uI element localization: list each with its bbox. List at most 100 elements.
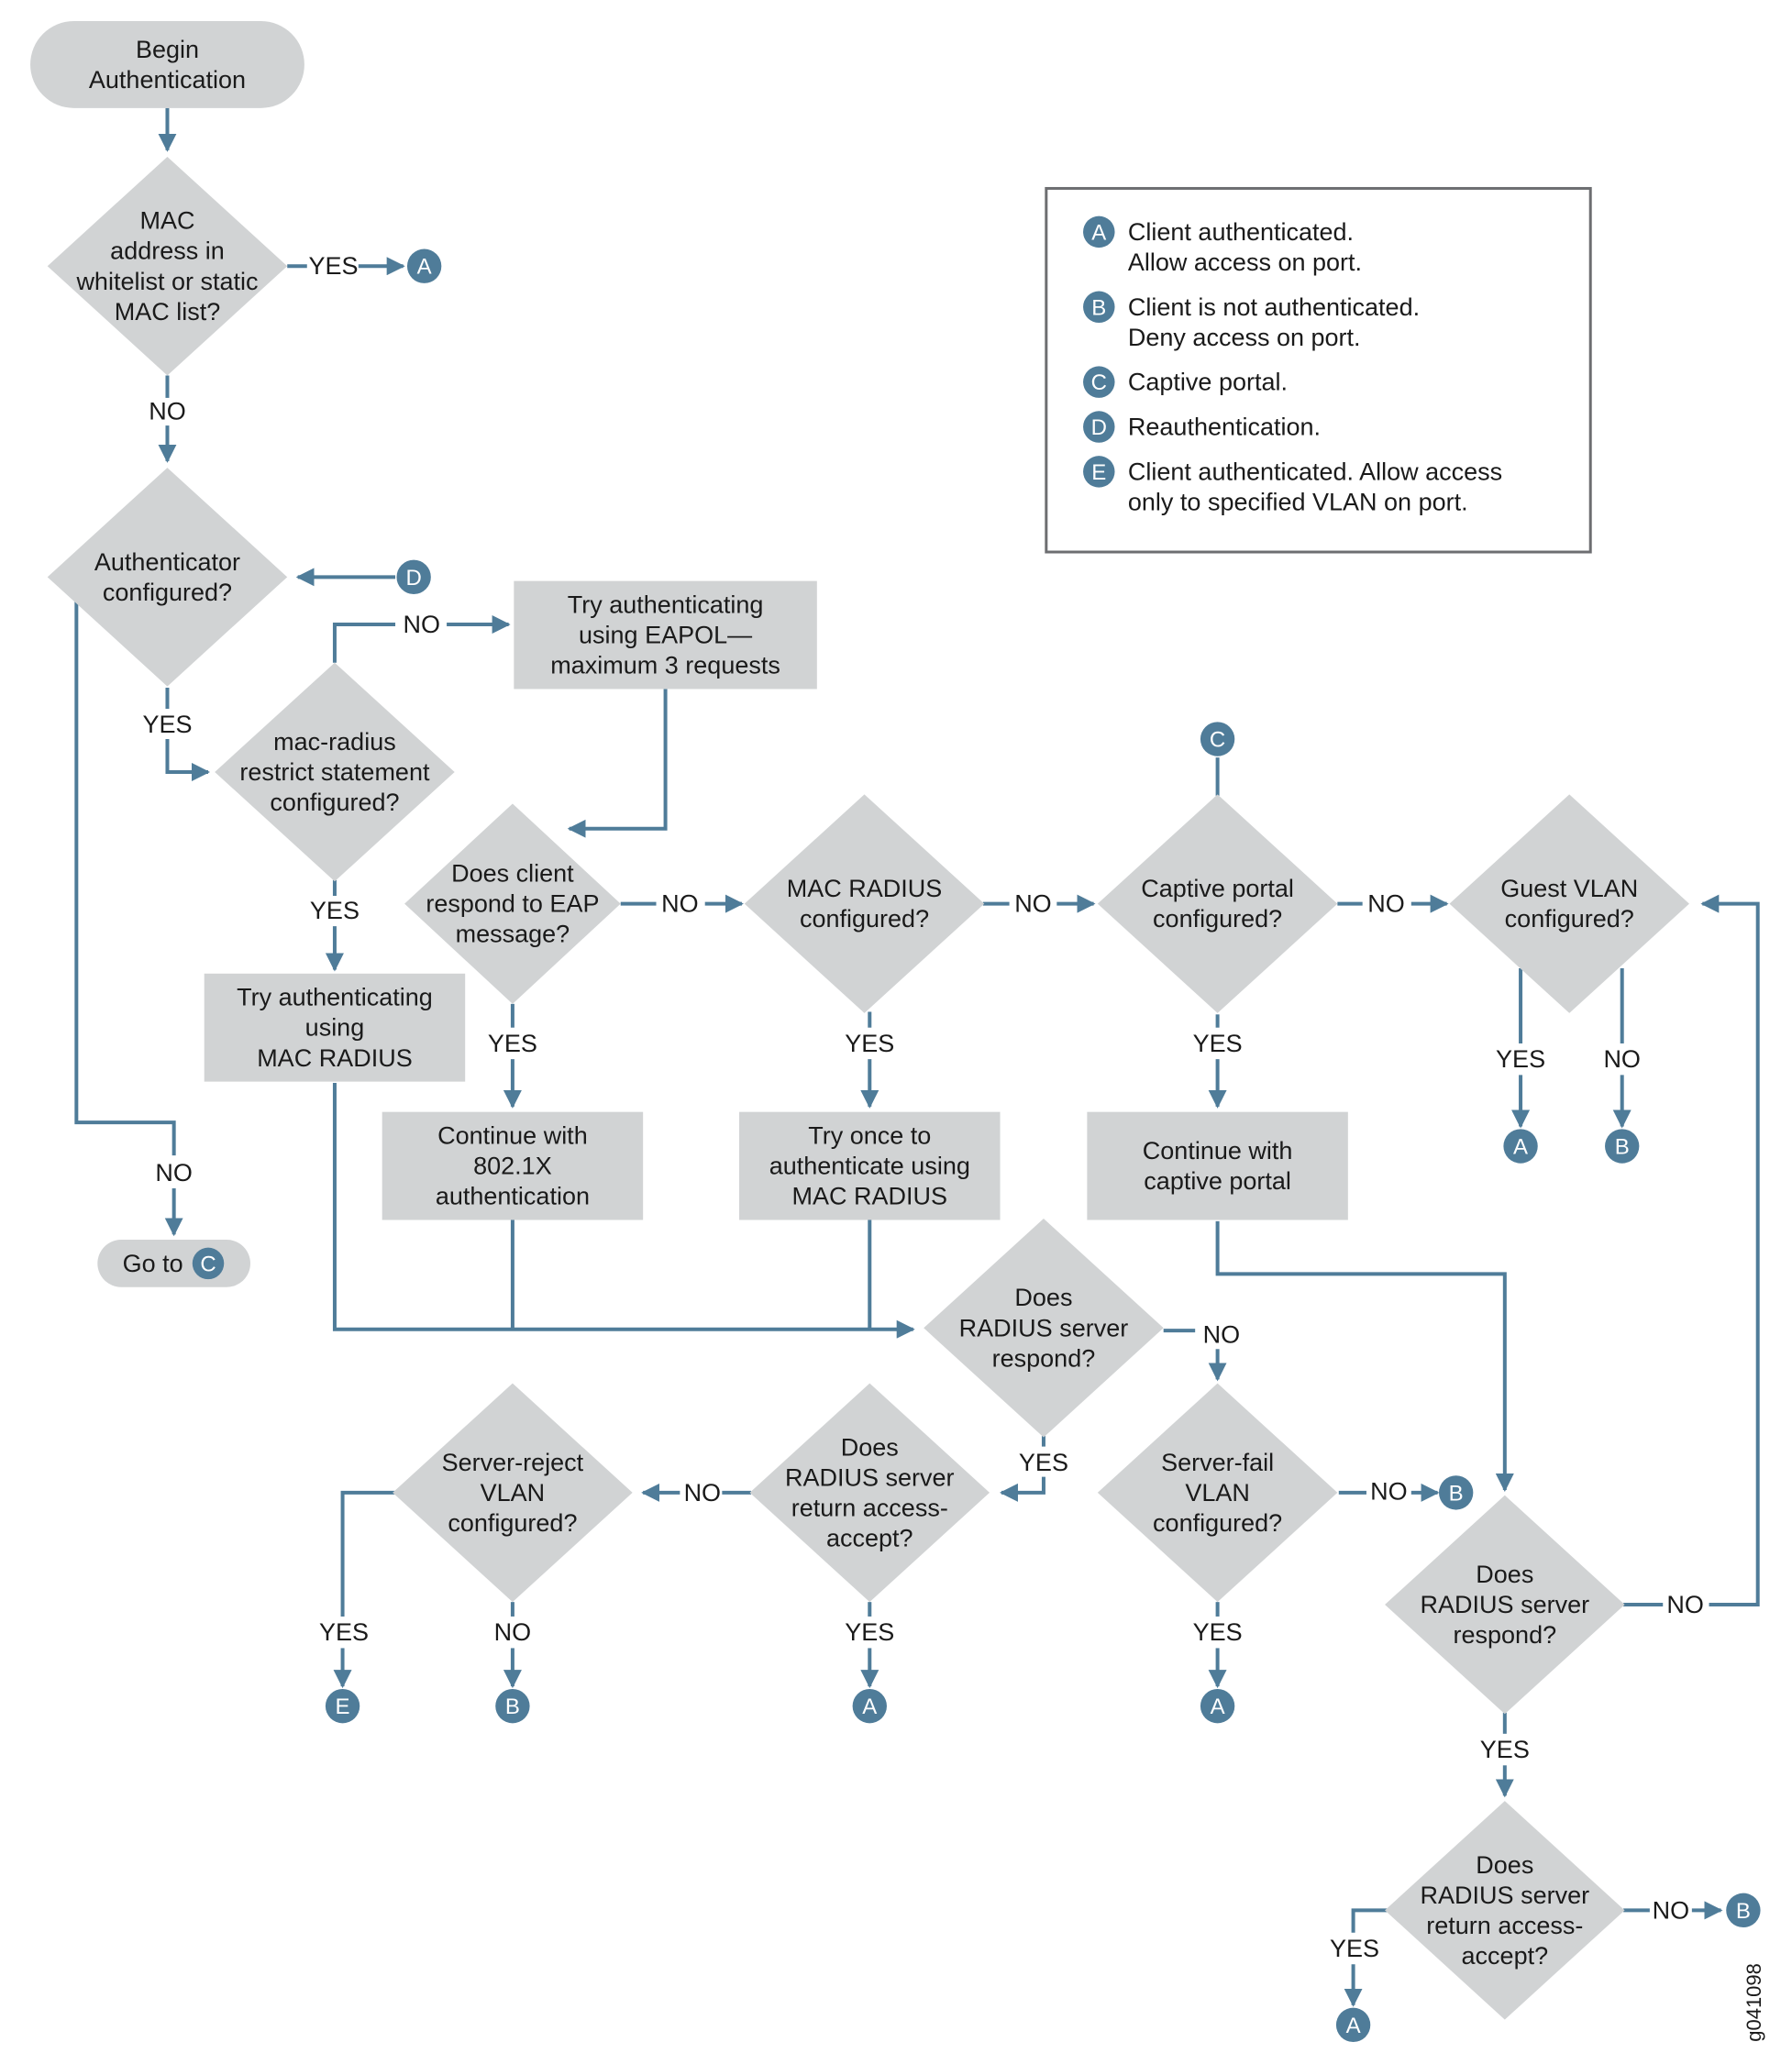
try-eapol-line-1: Try authenticating <box>568 591 764 618</box>
svg-text:A: A <box>1091 220 1106 245</box>
svg-text:A: A <box>1513 1135 1528 1160</box>
decision-diamond <box>924 1219 1164 1438</box>
yes-label: YES <box>845 1030 894 1057</box>
continue-captive-portal-line-1: Continue with <box>1143 1137 1293 1164</box>
legend-text: Captive portal. <box>1128 369 1288 396</box>
process-box <box>739 1111 1001 1220</box>
process-box <box>514 580 817 690</box>
try-mac-radius-line-1: Try authenticating <box>237 984 433 1011</box>
svg-text:B: B <box>1449 1481 1464 1506</box>
radius-respond-1-line-3: respond? <box>992 1344 1096 1372</box>
mac-whitelist-line-1: MAC <box>139 207 194 235</box>
connector <box>1700 894 1760 1607</box>
decision-diamond <box>744 794 985 1013</box>
continue-8021x-line-3: authentication <box>436 1183 590 1210</box>
mac-radius-restrict-line-2: restrict statement <box>239 758 430 786</box>
badge-b-icon: B <box>1438 1475 1474 1510</box>
no-label: NO <box>1370 1477 1408 1505</box>
svg-text:E: E <box>336 1694 350 1719</box>
badge-b-icon: B <box>1726 1893 1761 1928</box>
svg-text:D: D <box>405 566 421 591</box>
svg-text:A: A <box>417 255 432 280</box>
try-mac-radius-line-3: MAC RADIUS <box>257 1044 413 1072</box>
mac-radius-configured-line-2: configured? <box>800 905 929 933</box>
no-label: NO <box>404 611 441 638</box>
badge-b-icon: B <box>1083 291 1115 324</box>
badge-a-icon: A <box>1200 1688 1235 1724</box>
mac-radius-restrict-line-3: configured? <box>270 789 399 816</box>
badge-e-icon: E <box>325 1688 360 1724</box>
svg-text:B: B <box>1615 1135 1630 1160</box>
badge-c-icon: C <box>1200 722 1235 756</box>
yes-label: YES <box>1496 1045 1545 1073</box>
badge-d-icon: D <box>396 559 431 594</box>
svg-text:A: A <box>862 1694 877 1719</box>
no-label: NO <box>1603 1045 1641 1073</box>
mac-radius-configured-line-1: MAC RADIUS <box>787 875 943 902</box>
server-reject-vlan-line-2: VLAN <box>481 1479 546 1507</box>
svg-text:D: D <box>1091 415 1107 440</box>
no-label: NO <box>149 397 186 425</box>
connector <box>1215 1220 1514 1493</box>
server-reject-vlan-line-3: configured? <box>448 1509 577 1537</box>
svg-text:B: B <box>1736 1899 1751 1924</box>
radius-respond-2-line-3: respond? <box>1454 1621 1557 1649</box>
no-label: NO <box>661 890 699 918</box>
yes-label: YES <box>845 1618 894 1646</box>
radius-accept-1-line-3: return access- <box>791 1494 948 1521</box>
client-respond-eap-line-2: respond to EAP <box>426 890 599 918</box>
no-label: NO <box>1653 1896 1690 1924</box>
yes-label: YES <box>308 252 358 280</box>
legend-text: Client authenticated. Allow access <box>1128 458 1502 485</box>
try-eapol-line-3: maximum 3 requests <box>550 652 780 679</box>
mac-radius-configured-decision: MAC RADIUS configured? <box>744 794 985 1013</box>
legend: A Client authenticated.Allow access on po… <box>1045 186 1765 2042</box>
terminal-pill <box>30 20 304 108</box>
connector <box>165 739 211 781</box>
decision-diamond <box>47 156 288 376</box>
server-fail-vlan-line-2: VLAN <box>1185 1479 1250 1507</box>
legend-text: Deny access on port. <box>1128 324 1361 351</box>
decision-diamond <box>1097 794 1338 1013</box>
captive-portal-configured-line-2: configured? <box>1153 905 1282 933</box>
process-box <box>1087 1111 1348 1220</box>
no-label: NO <box>1014 890 1052 918</box>
connector <box>332 1083 915 1339</box>
captive-portal-configured-line-1: Captive portal <box>1141 875 1294 902</box>
yes-label: YES <box>310 897 360 924</box>
radius-respond-1-line-2: RADIUS server <box>959 1314 1129 1341</box>
legend-text: Client authenticated. <box>1128 218 1354 246</box>
yes-label: YES <box>319 1618 369 1646</box>
badge-b-icon: B <box>1605 1129 1640 1164</box>
decision-diamond <box>1449 794 1689 1013</box>
no-label: NO <box>494 1618 532 1646</box>
legend-text: only to specified VLAN on port. <box>1128 488 1468 515</box>
badge-a-icon: A <box>1083 215 1115 248</box>
legend-item: D Reauthentication. <box>1083 411 1321 443</box>
legend-text: Reauthentication. <box>1128 414 1321 441</box>
go-to-label: Go to <box>123 1250 183 1277</box>
figure-code: g041098 <box>1742 1963 1765 2042</box>
badge-a-icon: A <box>406 248 442 283</box>
radius-accept-1-line-1: Does <box>841 1433 899 1461</box>
yes-label: YES <box>488 1030 537 1057</box>
decision-diamond <box>393 1383 633 1603</box>
legend-item: A Client authenticated.Allow access on po… <box>1083 215 1362 276</box>
svg-text:C: C <box>1210 728 1225 753</box>
svg-text:A: A <box>1346 2014 1361 2038</box>
no-label: NO <box>155 1159 193 1187</box>
badge-a-icon: A <box>852 1688 887 1724</box>
mac-whitelist-line-3: whitelist or static <box>75 268 258 295</box>
legend-text: Allow access on port. <box>1128 248 1362 276</box>
